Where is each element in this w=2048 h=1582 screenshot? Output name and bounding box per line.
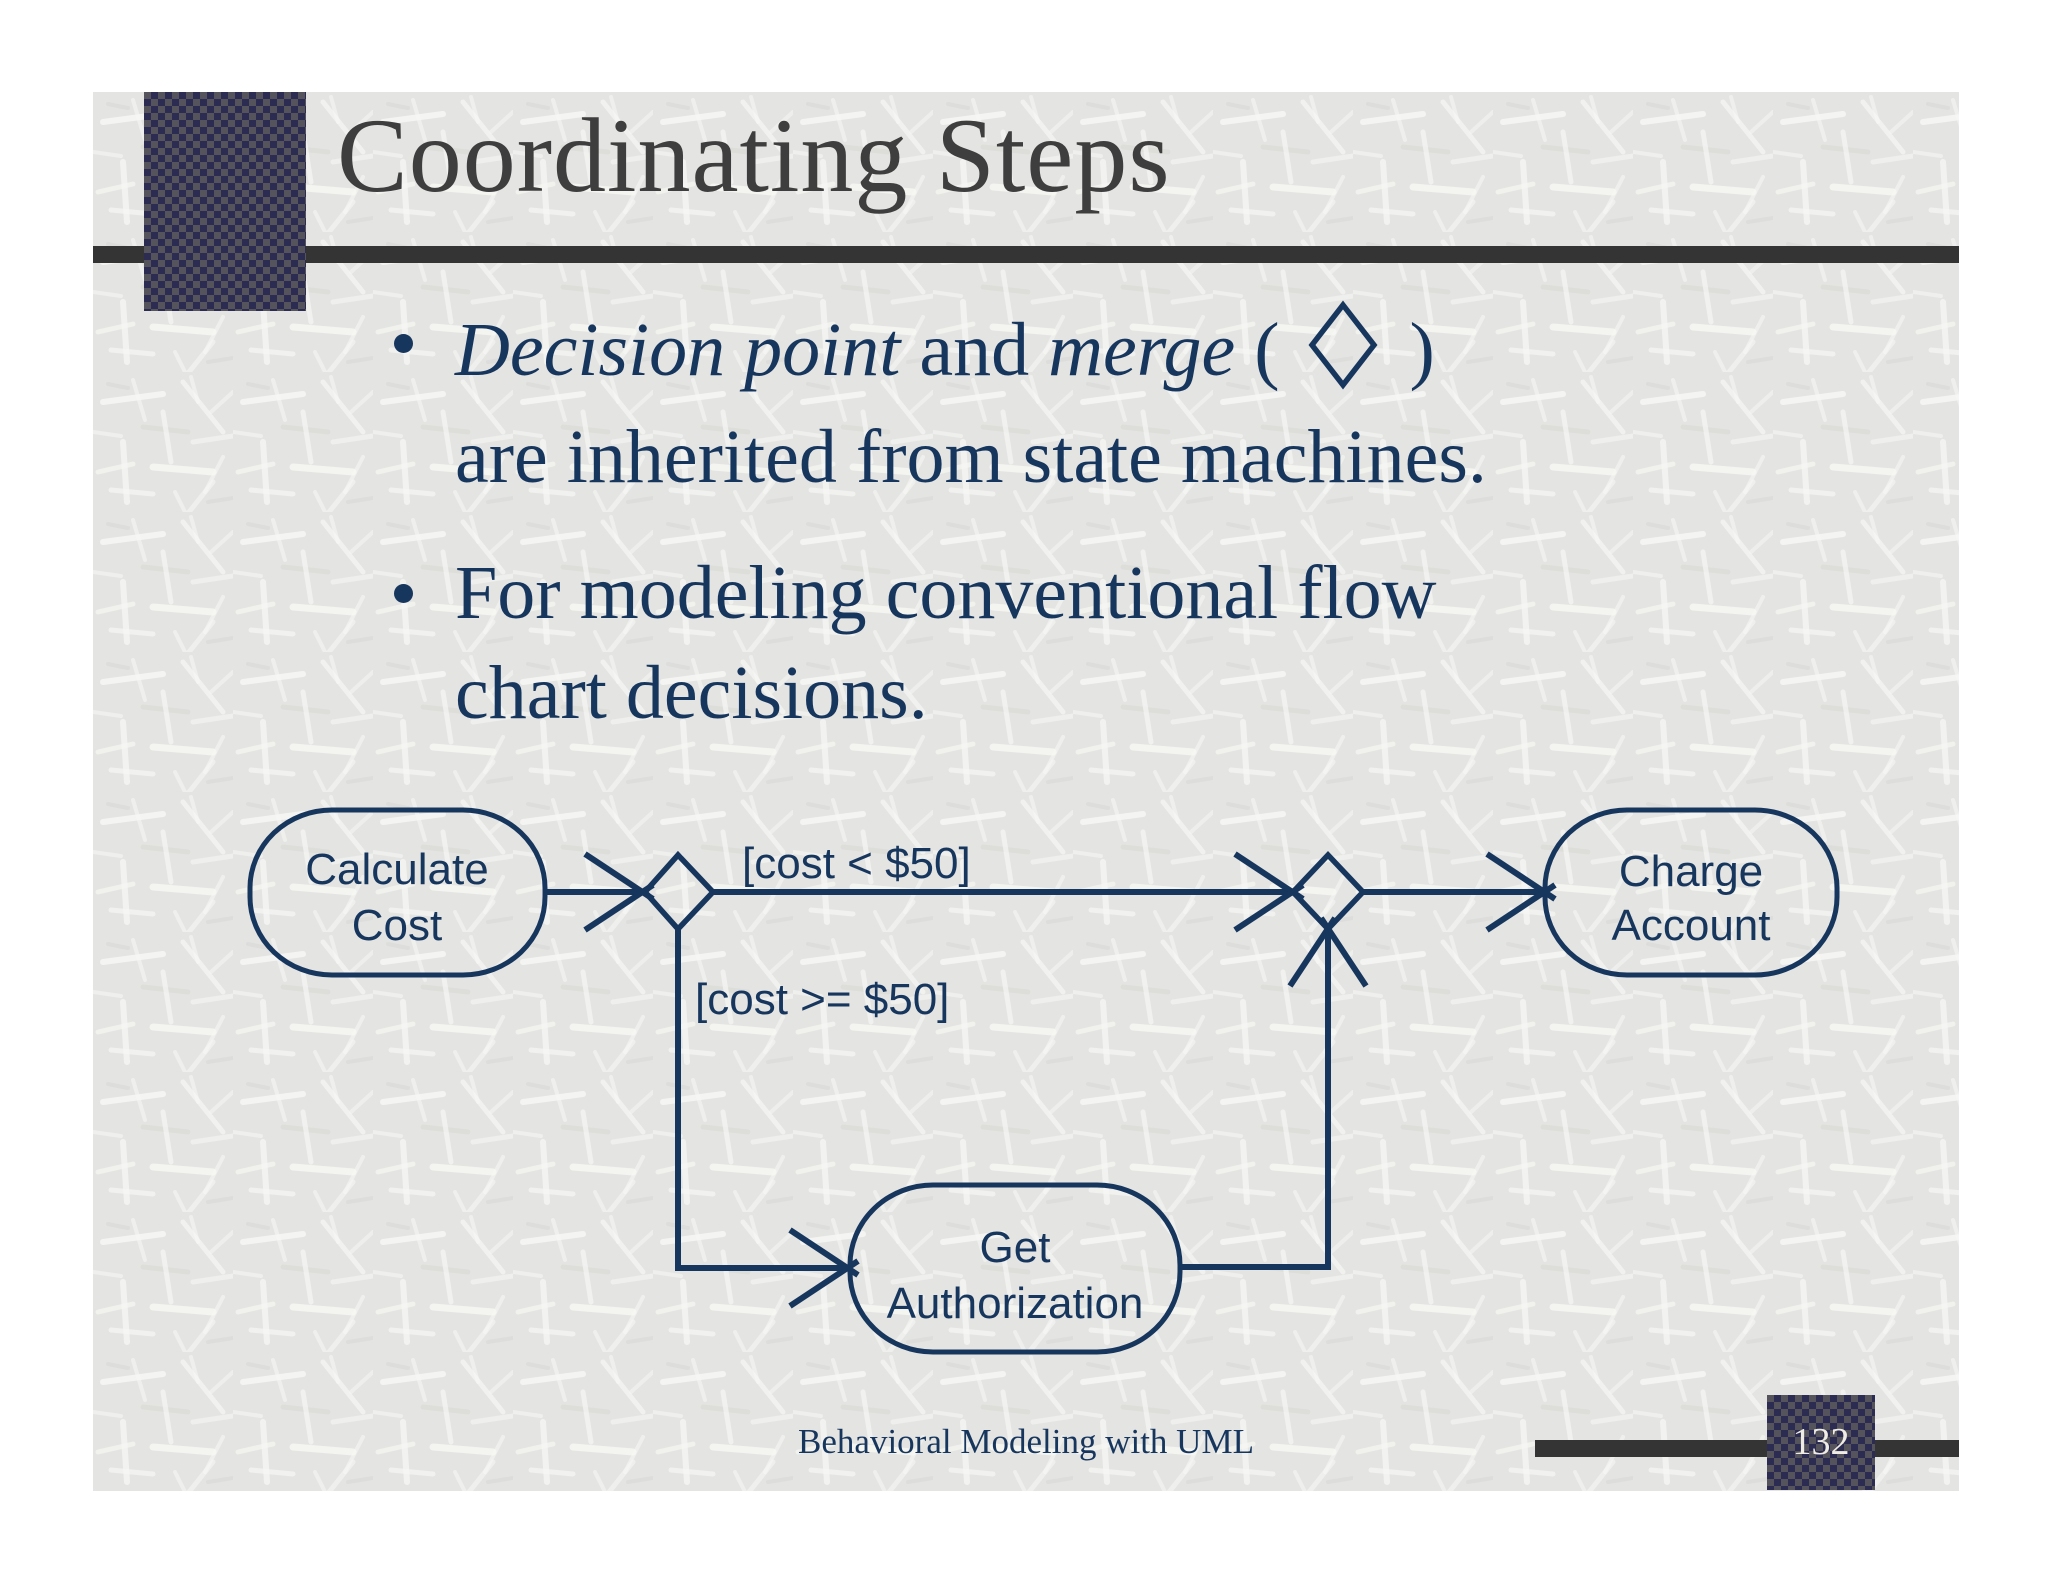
merge-diamond [1289,850,1367,934]
bullet-2-line-1: For modeling conventional flow [455,551,1437,635]
bullet-1-term-merge: merge [1048,308,1236,392]
edge-get-authorization-to-merge [1180,931,1331,1270]
charge-account-label-line1: Charge [1619,847,1763,896]
get-authorization-label-line2: Authorization [887,1279,1144,1328]
decision-diamond-icon [1308,300,1378,390]
arrowhead-into-decision [583,851,655,933]
bullet-1-line-2: are inherited from state machines. [455,415,1487,499]
arrowhead-into-charge [1485,851,1557,933]
title-divider-bar [93,246,1959,263]
bullet-1: Decision point and merge () are inherite… [455,297,1487,511]
edge-decision-to-get-authorization [675,929,845,1271]
footer-bar [1535,1440,1959,1457]
bullet-2-line-2: chart decisions. [455,651,928,735]
slide-background-texture [93,92,1959,1491]
charge-account-label-line2: Account [1612,901,1771,950]
bullet-1-connector: and [900,308,1049,392]
open-paren: ( [1254,308,1280,392]
page-number-box: 132 [1767,1395,1875,1490]
arrowhead-into-merge-left [1233,851,1305,933]
guard-label-cost-lt-50: [cost < $50] [742,839,971,888]
bullet-dot [394,584,413,603]
slide-title: Coordinating Steps [337,97,1171,214]
calculate-cost-label-line2: Cost [352,901,442,950]
arrowhead-into-get-authorization [788,1227,860,1309]
get-authorization-label-line1: Get [980,1223,1051,1272]
footer-title: Behavioral Modeling with UML [798,1422,1254,1461]
bullet-dot [394,334,413,353]
bullet-1-line-1: Decision point and merge () [455,297,1487,404]
title-accent-block [144,92,306,311]
page-number: 132 [1792,1421,1850,1463]
calculate-cost-label-line1: Calculate [305,845,488,894]
bullet-2: For modeling conventional flow chart dec… [455,543,1437,743]
close-paren: ) [1409,308,1435,392]
bullet-1-term-decision-point: Decision point [455,308,901,392]
decision-diamond [641,850,717,934]
arrowhead-into-merge-bottom [1287,916,1369,988]
guard-label-cost-gte-50: [cost >= $50] [695,975,949,1024]
